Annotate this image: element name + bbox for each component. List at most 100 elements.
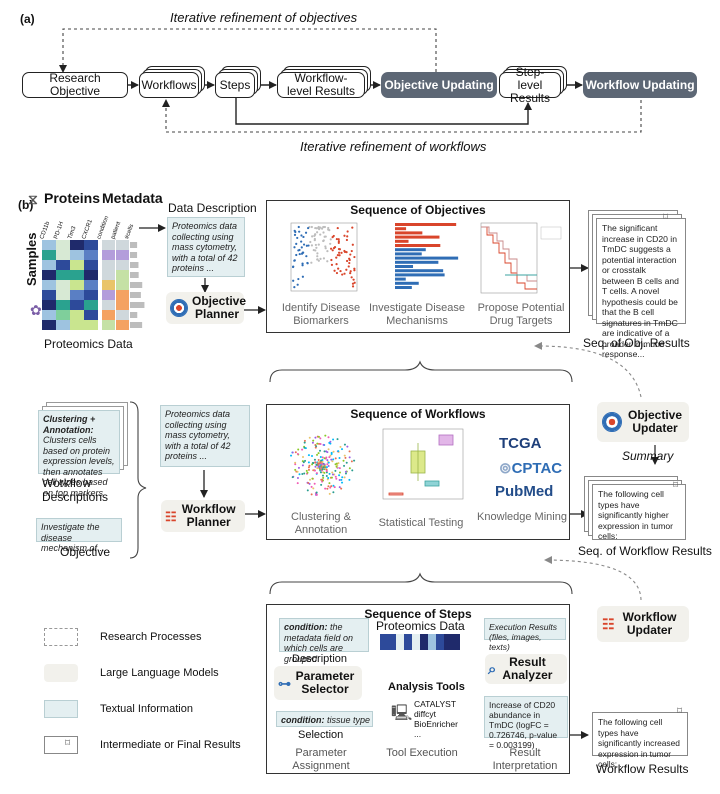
research-objective-box: Research Objective (22, 72, 128, 98)
tsne-point (315, 493, 318, 496)
target-icon (170, 299, 188, 317)
analysis-tools-label: Analysis Tools (388, 681, 465, 693)
dna-icon: ⧖ (28, 191, 38, 207)
tsne-point (316, 442, 319, 445)
tsne-point (332, 491, 335, 494)
volcano-point (298, 252, 301, 256)
tsne-point (296, 482, 299, 485)
tsne-point (313, 469, 316, 472)
samples-label: Samples (24, 232, 39, 286)
data-strip (380, 634, 460, 650)
tsne-plot (290, 434, 356, 496)
volcano-point (345, 251, 348, 254)
tsne-point (332, 450, 335, 453)
heatmap (42, 240, 145, 330)
volcano-point (335, 271, 339, 275)
tsne-point (327, 465, 330, 468)
braces (129, 360, 573, 595)
volcano-point (293, 286, 296, 289)
tsne-point (319, 449, 322, 452)
legend-swatch-llm (44, 664, 78, 682)
volcano-point (332, 234, 335, 238)
volcano-point (316, 231, 319, 234)
tsne-point (296, 470, 299, 473)
workflow-planner: ☷ Workflow Planner (161, 500, 245, 532)
heatmap-cell (70, 290, 84, 300)
protein-col-0: CD11b (39, 220, 52, 240)
volcano-point (335, 263, 338, 266)
heatmap-cell (56, 310, 70, 320)
tsne-point (323, 457, 326, 460)
metadata-cell (102, 260, 115, 270)
volcano-point (326, 250, 329, 253)
volcano-point (307, 226, 310, 230)
enrichment-bar (395, 260, 439, 264)
volcano-point (305, 255, 308, 258)
metadata-cell (102, 290, 115, 300)
volcano-point (353, 255, 356, 259)
workflows-box: Workflows (139, 72, 199, 98)
tsne-point (297, 448, 300, 451)
tsne-point (329, 454, 332, 457)
legend-label-3: Intermediate or Final Results (100, 739, 241, 751)
tsne-point (317, 465, 320, 468)
tsne-point (317, 442, 320, 445)
tsne-point (301, 472, 304, 475)
tsne-point (294, 463, 297, 466)
tsne-point (325, 468, 328, 471)
tsne-point (320, 459, 323, 462)
tsne-point (306, 489, 309, 492)
parameter-selector: ⊶ Parameter Selector (274, 666, 362, 700)
tsne-point (321, 460, 324, 463)
volcano-point (343, 272, 346, 275)
objective-updater: Objective Updater (597, 402, 689, 442)
volcano-point (313, 234, 316, 238)
volcano-point (312, 248, 315, 252)
tsne-point (327, 477, 330, 480)
enrichment-bar (395, 235, 440, 239)
tsne-point (325, 474, 328, 477)
tsne-point (319, 456, 322, 459)
workflows-panel: Sequence of Workflows TCGA ⊚CPTAC PubMed… (266, 404, 570, 540)
bookmark-icon: ⌑ (673, 480, 679, 491)
tsne-point (314, 461, 317, 464)
tsne-point (338, 474, 341, 477)
objective-updater-label: Objective Updater (627, 408, 683, 435)
heatmap-cell (84, 260, 98, 270)
tsne-point (316, 453, 319, 456)
volcano-point (317, 259, 320, 262)
strip-cell (412, 634, 420, 650)
tsne-point (344, 472, 347, 475)
heatmap-cell (84, 310, 98, 320)
proteomics-data-figure: ⧖ Proteins Metadata CD11b PD-1H Tim3 CXC… (24, 190, 163, 350)
tsne-point (314, 465, 317, 468)
enrichment-bar (395, 265, 414, 268)
volcano-point (310, 244, 314, 247)
enrichment-bar (395, 269, 444, 273)
enrichment-bar (395, 286, 412, 289)
volcano-point (314, 243, 317, 247)
objectives-panel-title: Sequence of Objectives (350, 203, 486, 217)
tsne-point (317, 463, 320, 466)
tsne-point (291, 451, 294, 454)
tsne-point (338, 479, 341, 482)
volcano-point (304, 231, 308, 234)
tsne-point (323, 471, 326, 474)
metadata-cell (102, 240, 115, 250)
tsne-point (309, 478, 312, 481)
objective-item-0: Identify Disease Biomarkers (281, 302, 361, 327)
tsne-point (310, 454, 313, 457)
tsne-point (294, 468, 297, 471)
tsne-point (325, 471, 328, 474)
volcano-point (353, 269, 356, 272)
tsne-point (315, 472, 318, 475)
objectives-panel: Sequence of Objectives Identify Disease … (266, 200, 570, 333)
tsne-point (312, 439, 315, 442)
volcano-point (353, 281, 356, 284)
legend-label-0: Research Processes (100, 631, 202, 643)
strip-cell (404, 634, 412, 650)
volcano-point (293, 233, 297, 236)
volcano-point (298, 248, 301, 252)
heatmap-cell (42, 290, 56, 300)
volcano-point (327, 228, 330, 231)
